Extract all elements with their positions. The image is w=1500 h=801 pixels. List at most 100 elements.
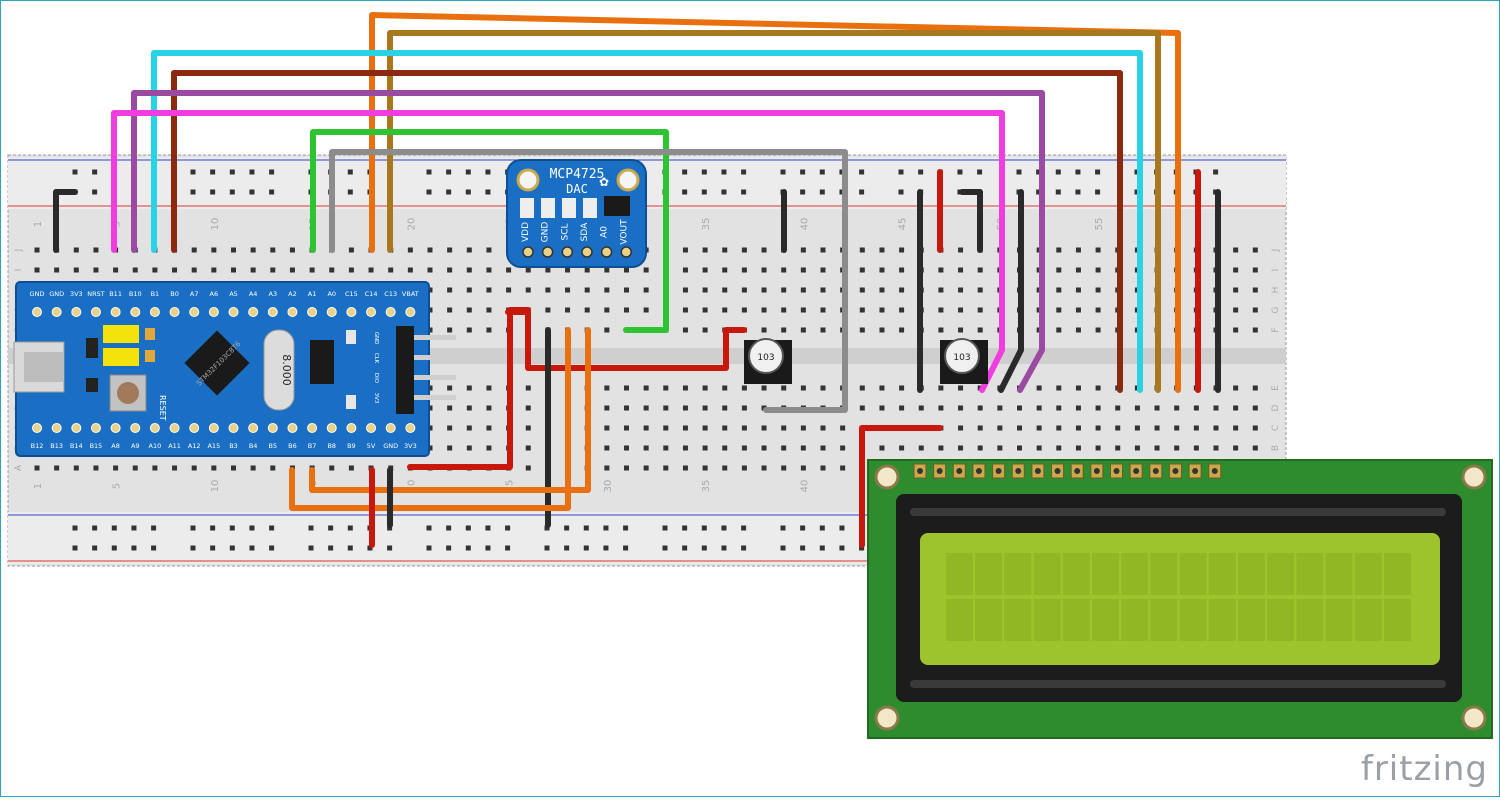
rail-hole — [347, 189, 353, 195]
rail-hole — [682, 545, 688, 551]
breadboard-hole — [820, 267, 826, 273]
breadboard-hole — [348, 465, 354, 471]
wire-magenta-top — [111, 110, 1005, 393]
adafruit-logo-icon: ✿ — [599, 175, 609, 189]
mcu-top-pin-pad — [267, 307, 278, 317]
breadboard-hole — [604, 307, 610, 313]
lcd-character-cell — [946, 599, 973, 641]
rail-hole — [446, 169, 452, 175]
wire-orange-b6 — [289, 327, 571, 511]
breadboard-hole — [1056, 425, 1062, 431]
dac-subtitle: DAC — [566, 182, 588, 196]
breadboard-hole — [486, 247, 492, 253]
mcu-bottom-pin-pad — [149, 423, 160, 433]
lcd-character-cell — [975, 553, 1003, 595]
breadboard-hole — [1095, 327, 1101, 333]
breadboard-hole — [918, 445, 924, 451]
breadboard-hole — [879, 247, 885, 253]
breadboard-hole — [329, 267, 335, 273]
breadboard-hole — [1036, 405, 1042, 411]
fritzing-logo: fritzing — [1360, 749, 1488, 789]
rail-hole — [426, 525, 432, 531]
mcu-bottom-pin-label: 3V3 — [404, 442, 417, 450]
rail-hole — [1075, 169, 1081, 175]
breadboard-hole — [741, 465, 747, 471]
lcd-character-cell — [1062, 599, 1090, 641]
lcd-character-cell — [1150, 599, 1178, 641]
breadboard-hole — [800, 465, 806, 471]
breadboard-hole — [1056, 405, 1062, 411]
rail-hole — [741, 545, 747, 551]
breadboard-hole — [781, 465, 787, 471]
mcu-bottom-pin-label: B4 — [249, 442, 258, 450]
breadboard-hole — [800, 445, 806, 451]
breadboard-hole — [840, 465, 846, 471]
breadboard-hole — [1233, 287, 1239, 293]
breadboard-hole — [624, 287, 629, 293]
mcu-bottom-pin-label: A15 — [207, 442, 220, 450]
smd-led-1 — [346, 330, 356, 344]
breadboard-hole — [977, 267, 983, 273]
mcu-bottom-pin-pad — [346, 423, 357, 433]
breadboard-hole — [624, 445, 629, 451]
breadboard-hole — [152, 465, 158, 471]
breadboard-hole — [761, 287, 767, 293]
rail-hole — [977, 169, 983, 175]
breadboard-hole — [958, 405, 964, 411]
rail-hole — [485, 545, 491, 551]
rail-hole — [1095, 169, 1101, 175]
breadboard-hole — [958, 425, 964, 431]
lcd-header-pin-hole — [1015, 468, 1022, 474]
breadboard-hole — [663, 385, 669, 391]
breadboard-hole — [604, 405, 610, 411]
breadboard-hole — [800, 327, 806, 333]
rail-hole — [1055, 169, 1061, 175]
mcu-bottom-pin-pad — [267, 423, 278, 433]
breadboard-hole — [1056, 287, 1062, 293]
lcd-header-pin-hole — [1192, 468, 1199, 474]
mcu-top-pin-pad — [366, 307, 377, 317]
breadboard-hole — [466, 425, 472, 431]
rail-hole — [583, 545, 589, 551]
rail-hole — [800, 545, 806, 551]
breadboard-hole — [486, 445, 492, 451]
rail-hole — [328, 525, 334, 531]
breadboard-hole — [191, 267, 197, 273]
column-number: 5 — [112, 221, 123, 227]
breadboard-hole — [309, 267, 315, 273]
breadboard-hole — [565, 267, 571, 273]
breadboard-hole — [1213, 445, 1219, 451]
rail-hole — [898, 189, 904, 195]
breadboard-hole — [1134, 405, 1140, 411]
mcu-chip — [184, 330, 250, 396]
dac-pin-label: GND — [541, 222, 551, 243]
lcd-character-cell — [1238, 599, 1265, 641]
column-number: 20 — [406, 480, 417, 493]
breadboard-hole — [761, 425, 767, 431]
breadboard-hole — [54, 267, 60, 273]
breadboard-hole — [643, 385, 649, 391]
breadboard-hole — [722, 465, 728, 471]
breadboard-hole — [191, 247, 197, 253]
breadboard-hole — [506, 287, 512, 293]
rail-hole — [446, 545, 452, 551]
breadboard-hole — [93, 267, 99, 273]
breadboard-hole — [800, 425, 806, 431]
breadboard-hole — [525, 287, 531, 293]
breadboard-hole — [447, 287, 453, 293]
breadboard-hole — [820, 247, 826, 253]
breadboard-hole — [1095, 267, 1101, 273]
lcd-mount-hole-bl — [874, 705, 900, 731]
dac-pin-pad — [600, 246, 613, 258]
breadboard-hole — [938, 327, 944, 333]
mcu-bottom-pin-pad — [32, 423, 42, 433]
pot1-label: 103 — [757, 353, 774, 363]
breadboard-hole — [958, 287, 964, 293]
breadboard-hole — [958, 385, 964, 391]
rail-hole — [269, 545, 275, 551]
row-label-right: J — [1271, 249, 1281, 253]
breadboard-hole — [879, 287, 885, 293]
breadboard-hole — [270, 465, 276, 471]
